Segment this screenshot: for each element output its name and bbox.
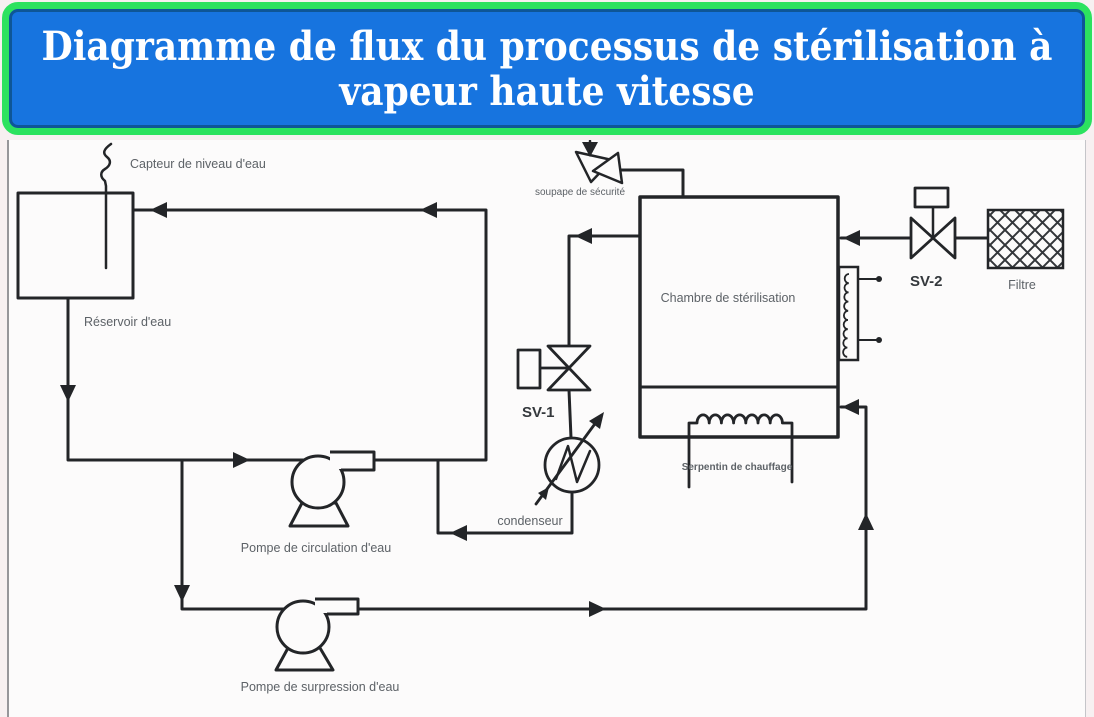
flow-diagram: Capteur de niveau d'eau Réservoir d'eau … — [16, 140, 1065, 694]
label-safety-valve: soupape de sécurité — [535, 187, 626, 198]
sterilization-chamber — [638, 195, 840, 439]
title-banner: Diagramme de flux du processus de stéril… — [2, 2, 1092, 135]
filter-symbol — [986, 208, 1065, 270]
safety-valve-symbol — [574, 150, 624, 185]
booster-branch-pipe — [180, 458, 294, 611]
safety-valve-pipe — [618, 168, 685, 199]
label-sterilization-chamber: Chambre de stérilisation — [661, 291, 796, 305]
label-water-level-sensor: Capteur de niveau d'eau — [130, 157, 266, 171]
label-heating-coil: Serpentin de chauffage — [682, 462, 793, 473]
side-coil-symbol — [837, 265, 860, 362]
label-sv1: SV-1 — [522, 404, 555, 421]
steam-pipe-sv1 — [567, 234, 642, 348]
diagram-canvas — [7, 140, 1086, 717]
label-booster-pump: Pompe de surpression d'eau — [241, 680, 400, 694]
label-water-reservoir: Réservoir d'eau — [84, 315, 171, 329]
flow-arrows — [60, 142, 882, 617]
diagram-labels: Capteur de niveau d'eau Réservoir d'eau … — [84, 157, 1036, 694]
page-title-line1: Diagramme de flux du processus de stéril… — [41, 23, 1053, 71]
sv1-valve-symbol — [516, 344, 592, 392]
water-reservoir — [16, 191, 135, 300]
sv2-valve-symbol — [909, 186, 957, 260]
circulation-pump-symbol — [288, 450, 376, 528]
label-condenser: condenseur — [497, 514, 562, 528]
heating-coil — [687, 413, 794, 489]
booster-pump-symbol — [274, 597, 360, 672]
label-circulation-pump: Pompe de circulation d'eau — [241, 541, 391, 555]
page-title-line2: vapeur haute vitesse — [339, 68, 755, 116]
label-sv2: SV-2 — [910, 273, 943, 290]
condenser-symbol — [534, 412, 604, 506]
sensor-wire — [100, 142, 113, 270]
sv1-condenser-pipe — [567, 388, 573, 440]
condensate-pipe — [436, 459, 574, 535]
label-filter: Filtre — [1008, 278, 1036, 292]
water-loop-pipe — [66, 208, 488, 462]
